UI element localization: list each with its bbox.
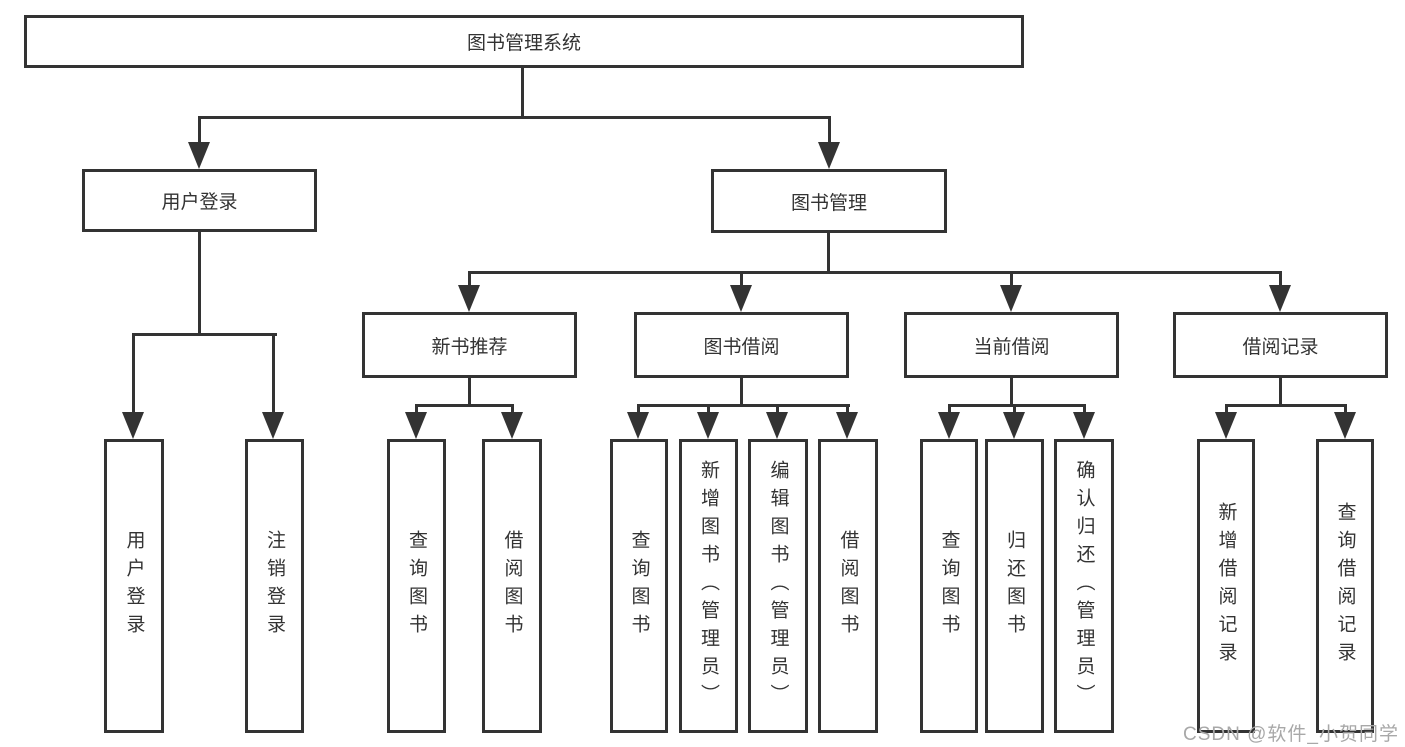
- leaf-add-books-admin: 新增图书（管理员）: [679, 439, 738, 733]
- connector-line: [132, 333, 135, 414]
- connector-line: [468, 271, 1282, 274]
- node-root: 图书管理系统: [24, 15, 1024, 68]
- node-current-borrow: 当前借阅: [904, 312, 1119, 378]
- leaf-return-books-label: 归还图书: [1004, 530, 1025, 642]
- arrow-down-icon: [1003, 412, 1025, 439]
- leaf-user-login-label: 用户登录: [123, 530, 145, 642]
- node-borrow-records: 借阅记录: [1173, 312, 1388, 378]
- connector-line: [199, 116, 831, 119]
- arrow-down-icon: [818, 142, 840, 169]
- connector-line: [1279, 271, 1282, 287]
- arrow-down-icon: [1000, 285, 1022, 312]
- leaf-confirm-return-admin-label: 确认归还（管理员）: [1073, 460, 1095, 712]
- connector-line: [1279, 377, 1282, 407]
- arrow-down-icon: [836, 412, 858, 439]
- connector-line: [1010, 377, 1013, 407]
- connector-line: [1010, 271, 1013, 287]
- leaf-query-books-borrow-label: 查询图书: [628, 530, 650, 642]
- leaf-logout: 注销登录: [245, 439, 304, 733]
- connector-line: [1344, 404, 1347, 414]
- leaf-user-login: 用户登录: [104, 439, 164, 733]
- connector-line: [1225, 404, 1228, 414]
- arrow-down-icon: [730, 285, 752, 312]
- arrow-down-icon: [262, 412, 284, 439]
- node-user-login-label: 用户登录: [161, 192, 238, 213]
- connector-line: [776, 404, 779, 414]
- leaf-confirm-return-admin: 确认归还（管理员）: [1054, 439, 1114, 733]
- connector-line: [846, 404, 849, 414]
- arrow-down-icon: [501, 412, 523, 439]
- node-current-borrow-label: 当前借阅: [973, 336, 1050, 358]
- connector-line: [948, 404, 951, 414]
- leaf-logout-label: 注销登录: [264, 530, 285, 642]
- node-book-borrow-label: 图书借阅: [703, 336, 780, 358]
- leaf-add-books-admin-label: 新增图书（管理员）: [698, 460, 719, 712]
- connector-line: [521, 66, 524, 118]
- leaf-query-borrow-record-label: 查询借阅记录: [1334, 502, 1356, 670]
- watermark: CSDN @软件_小贺同学: [1183, 724, 1399, 745]
- connector-line: [198, 230, 201, 336]
- node-book-management: 图书管理: [711, 169, 947, 233]
- connector-line: [468, 377, 471, 407]
- arrow-down-icon: [188, 142, 210, 169]
- leaf-borrow-books-label: 借阅图书: [837, 530, 859, 642]
- node-new-book-recommend-label: 新书推荐: [431, 336, 508, 358]
- connector-line: [132, 333, 277, 336]
- node-user-login: 用户登录: [82, 169, 317, 232]
- connector-line: [468, 271, 471, 287]
- leaf-query-borrow-record: 查询借阅记录: [1316, 439, 1374, 733]
- leaf-add-borrow-record: 新增借阅记录: [1197, 439, 1255, 733]
- node-book-borrow: 图书借阅: [634, 312, 849, 378]
- leaf-borrow-books: 借阅图书: [818, 439, 878, 733]
- connector-line: [707, 404, 710, 414]
- connector-line: [1013, 404, 1016, 414]
- node-new-book-recommend: 新书推荐: [362, 312, 577, 378]
- connector-line: [511, 404, 514, 414]
- leaf-return-books: 归还图书: [985, 439, 1044, 733]
- arrow-down-icon: [766, 412, 788, 439]
- connector-line: [1225, 404, 1347, 407]
- connector-line: [272, 333, 275, 414]
- arrow-down-icon: [697, 412, 719, 439]
- arrow-down-icon: [938, 412, 960, 439]
- arrow-down-icon: [122, 412, 144, 439]
- arrow-down-icon: [1269, 285, 1291, 312]
- leaf-query-books-current: 查询图书: [920, 439, 978, 733]
- arrow-down-icon: [458, 285, 480, 312]
- connector-line: [828, 116, 831, 144]
- leaf-query-books-borrow: 查询图书: [610, 439, 668, 733]
- connector-line: [740, 271, 743, 287]
- leaf-query-books-current-label: 查询图书: [938, 530, 960, 642]
- leaf-edit-books-admin-label: 编辑图书（管理员）: [767, 460, 789, 712]
- connector-line: [415, 404, 418, 414]
- leaf-borrow-books-recommend: 借阅图书: [482, 439, 542, 733]
- node-book-management-label: 图书管理: [790, 192, 867, 214]
- arrow-down-icon: [627, 412, 649, 439]
- leaf-borrow-books-recommend-label: 借阅图书: [501, 530, 523, 642]
- leaf-add-borrow-record-label: 新增借阅记录: [1215, 502, 1237, 670]
- leaf-query-books-recommend-label: 查询图书: [406, 530, 427, 642]
- node-borrow-records-label: 借阅记录: [1242, 336, 1319, 358]
- arrow-down-icon: [1334, 412, 1356, 439]
- leaf-edit-books-admin: 编辑图书（管理员）: [748, 439, 808, 733]
- connector-line: [827, 232, 830, 274]
- connector-line: [1083, 404, 1086, 414]
- leaf-query-books-recommend: 查询图书: [387, 439, 446, 733]
- arrow-down-icon: [405, 412, 427, 439]
- connector-line: [415, 404, 514, 407]
- node-root-label: 图书管理系统: [466, 33, 581, 54]
- connector-line: [198, 116, 201, 144]
- connector-line: [948, 404, 1086, 407]
- connector-line: [740, 377, 743, 407]
- connector-line: [637, 404, 850, 407]
- arrow-down-icon: [1215, 412, 1237, 439]
- arrow-down-icon: [1073, 412, 1095, 439]
- connector-line: [637, 404, 640, 414]
